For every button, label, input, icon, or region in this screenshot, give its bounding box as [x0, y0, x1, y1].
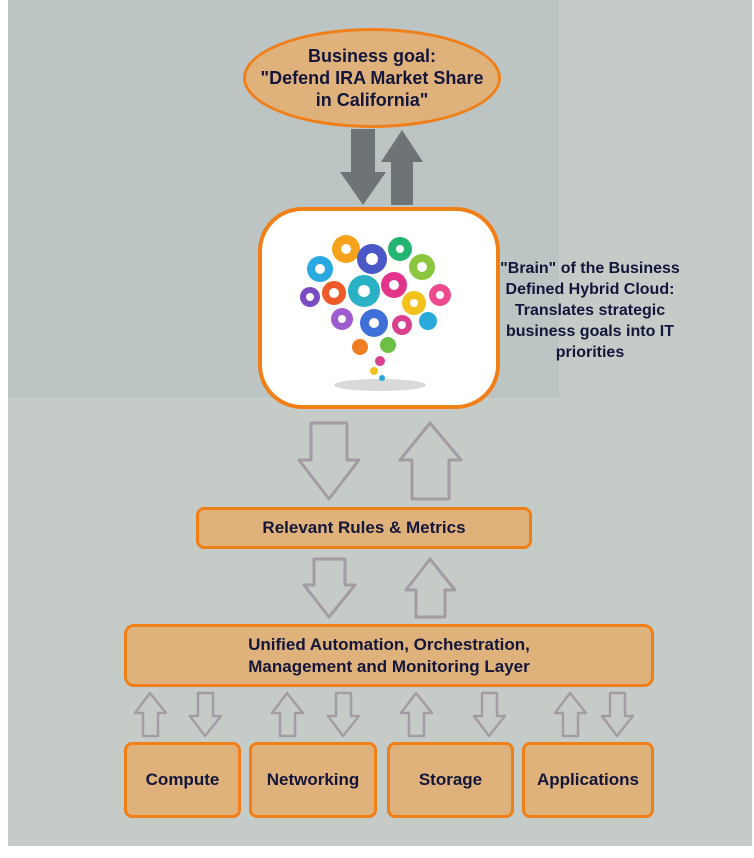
arrow-down-compute — [188, 691, 223, 738]
arrow-up-compute — [133, 691, 168, 738]
rules-metrics-node: Relevant Rules & Metrics — [196, 507, 532, 549]
networking-label: Networking — [266, 770, 360, 789]
goal-line-2: "Defend IRA Market Share — [260, 68, 484, 88]
brain-caption-line-1: "Brain" of the Business — [500, 260, 680, 277]
automation-line-1: Unified Automation, Orchestration, — [248, 634, 530, 654]
automation-layer-node: Unified Automation, Orchestration, Manag… — [124, 624, 654, 687]
automation-line-2: Management and Monitoring Layer — [248, 656, 530, 676]
arrow-up-automation-to-rules — [404, 557, 457, 619]
storage-label: Storage — [418, 770, 483, 789]
arrow-down-storage — [472, 691, 507, 738]
brain-caption: "Brain" of the Business Defined Hybrid C… — [494, 258, 686, 363]
brain-caption-line-4: business goals into IT — [505, 323, 675, 340]
compute-label: Compute — [145, 770, 220, 789]
goal-line-3: in California" — [315, 90, 429, 110]
brain-node — [258, 207, 500, 409]
brain-caption-line-5: priorities — [555, 344, 625, 361]
arrow-up-networking — [270, 691, 305, 738]
arrow-up-storage — [399, 691, 434, 738]
arrow-up-applications — [553, 691, 588, 738]
applications-label: Applications — [536, 770, 639, 789]
compute-node: Compute — [124, 742, 241, 818]
arrow-down-rules-to-automation — [302, 557, 357, 619]
diagram-canvas: Business goal: "Defend IRA Market Share … — [8, 0, 752, 846]
brain-gears-icon — [300, 235, 451, 391]
goal-line-1: Business goal: — [307, 46, 437, 66]
storage-node: Storage — [387, 742, 514, 818]
arrow-up-rules-to-brain — [398, 421, 463, 501]
networking-node: Networking — [249, 742, 377, 818]
arrow-down-networking — [326, 691, 361, 738]
arrow-down-brain-to-rules — [297, 421, 361, 501]
business-goal-node: Business goal: "Defend IRA Market Share … — [243, 28, 501, 128]
rules-label: Relevant Rules & Metrics — [262, 518, 466, 537]
brain-caption-line-3: Translates strategic — [514, 302, 666, 319]
brain-caption-line-2: Defined Hybrid Cloud: — [505, 281, 675, 298]
arrow-down-applications — [600, 691, 635, 738]
applications-node: Applications — [522, 742, 654, 818]
